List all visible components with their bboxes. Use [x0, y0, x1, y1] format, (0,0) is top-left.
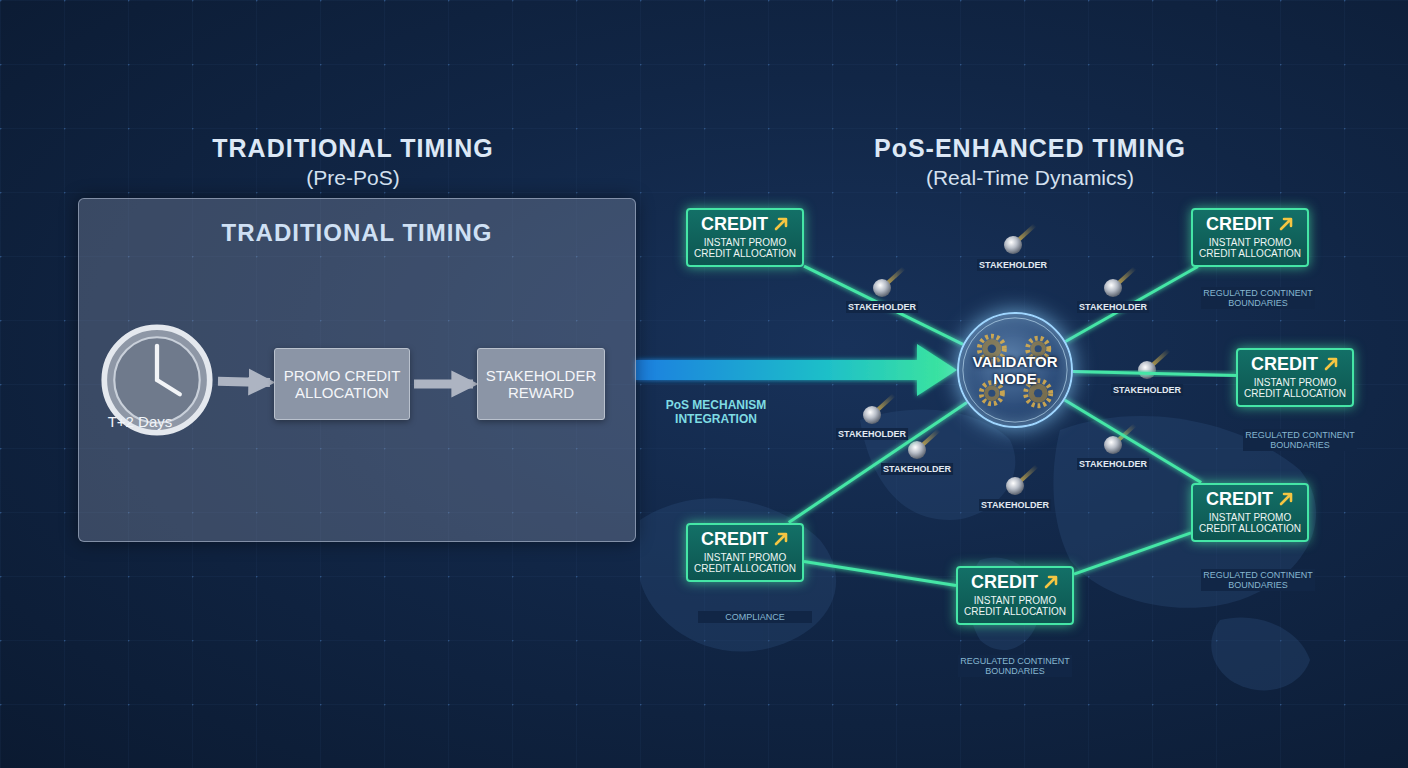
- arrow-stroke: [776, 534, 786, 544]
- network-link: [1073, 371, 1236, 375]
- region-note: REGULATED CONTINENT BOUNDARIES: [1201, 287, 1315, 309]
- network-link: [1065, 400, 1202, 483]
- region-note: REGULATED CONTINENT BOUNDARIES: [958, 655, 1072, 677]
- section-heading: TRADITIONAL TIMING: [212, 134, 493, 163]
- stakeholder-label: STAKEHOLDER: [846, 301, 918, 313]
- box-label: STAKEHOLDER REWARD: [486, 367, 597, 402]
- validator-node: VALIDATOR NODE: [957, 312, 1073, 428]
- section-heading: PoS-ENHANCED TIMING: [874, 134, 1186, 163]
- credit-title: CREDIT: [1206, 489, 1273, 510]
- timing-panel: TRADITIONAL TIMING T+2 Days PROMO CREDIT A…: [78, 198, 636, 542]
- credit-header: CREDIT: [964, 572, 1066, 593]
- node-label: VALIDATOR NODE: [970, 353, 1060, 388]
- credit-title: CREDIT: [971, 572, 1038, 593]
- region-note: REGULATED CONTINENT BOUNDARIES: [1243, 429, 1357, 451]
- credit-body: INSTANT PROMO CREDIT ALLOCATION: [1199, 512, 1301, 535]
- stakeholder-label: STAKEHOLDER: [979, 499, 1051, 511]
- credit-body: INSTANT PROMO CREDIT ALLOCATION: [964, 595, 1066, 618]
- panel-heading: TRADITIONAL TIMING: [79, 219, 635, 247]
- clock-hand: [155, 346, 159, 380]
- credit-body: INSTANT PROMO CREDIT ALLOCATION: [1199, 237, 1301, 260]
- credit-header: CREDIT: [1244, 354, 1346, 375]
- world-map: [640, 410, 1316, 691]
- arrow-stroke: [1281, 494, 1291, 504]
- credit-box: CREDITINSTANT PROMO CREDIT ALLOCATION: [686, 208, 804, 267]
- arrow-stroke: [1326, 359, 1336, 369]
- clock-hand: [157, 380, 180, 394]
- arrow-stroke: [1281, 219, 1291, 229]
- box-label: PROMO CREDIT ALLOCATION: [283, 367, 401, 402]
- credit-title: CREDIT: [1251, 354, 1318, 375]
- validator-ring: [963, 318, 1067, 422]
- stakeholder-label: STAKEHOLDER: [1111, 384, 1183, 396]
- stakeholder-label: STAKEHOLDER: [836, 428, 908, 440]
- section-subheading: (Pre-PoS): [306, 166, 399, 190]
- integration-arrow: [636, 344, 957, 396]
- credit-header: CREDIT: [694, 214, 796, 235]
- arrow-stroke: [776, 219, 786, 229]
- credit-body: INSTANT PROMO CREDIT ALLOCATION: [694, 237, 796, 260]
- credit-header: CREDIT: [1199, 489, 1301, 510]
- credit-arrow-icon: [1043, 574, 1059, 590]
- credit-header: CREDIT: [694, 529, 796, 550]
- gear-hub: [1034, 389, 1042, 397]
- process-box: PROMO CREDIT ALLOCATION: [274, 348, 410, 420]
- network-link: [804, 561, 956, 585]
- credit-box: CREDITINSTANT PROMO CREDIT ALLOCATION: [686, 523, 804, 582]
- gear-body: [984, 385, 999, 400]
- credit-box: CREDITINSTANT PROMO CREDIT ALLOCATION: [1236, 348, 1354, 407]
- arrow-stroke: [1046, 577, 1056, 587]
- credit-box: CREDITINSTANT PROMO CREDIT ALLOCATION: [956, 566, 1074, 625]
- credit-body: INSTANT PROMO CREDIT ALLOCATION: [1244, 377, 1346, 400]
- stakeholder-label: STAKEHOLDER: [977, 259, 1049, 271]
- clock-dial: [114, 337, 200, 423]
- credit-body: INSTANT PROMO CREDIT ALLOCATION: [694, 552, 796, 575]
- credit-arrow-icon: [773, 216, 789, 232]
- section-subheading: (Real-Time Dynamics): [926, 166, 1134, 190]
- credit-title: CREDIT: [701, 529, 768, 550]
- credit-box: CREDITINSTANT PROMO CREDIT ALLOCATION: [1191, 483, 1309, 542]
- credit-box: CREDITINSTANT PROMO CREDIT ALLOCATION: [1191, 208, 1309, 267]
- network-link: [804, 266, 963, 344]
- network-link: [1014, 428, 1017, 566]
- credit-title: CREDIT: [1206, 214, 1273, 235]
- stakeholder-label: STAKEHOLDER: [1077, 301, 1149, 313]
- network-link: [1074, 533, 1191, 574]
- gear-hub: [1035, 345, 1042, 352]
- edge-label: PoS MECHANISM INTEGRATION: [646, 398, 786, 427]
- credit-arrow-icon: [1278, 216, 1294, 232]
- clock-node: T+2 Days: [100, 323, 214, 437]
- stakeholder-label: STAKEHOLDER: [881, 463, 953, 475]
- clock-label: T+2 Days: [70, 413, 210, 430]
- credit-arrow-icon: [1323, 356, 1339, 372]
- process-box: STAKEHOLDER REWARD: [477, 348, 605, 420]
- region-note: REGULATED CONTINENT BOUNDARIES: [1201, 569, 1315, 591]
- gear-hub: [988, 345, 996, 353]
- credit-header: CREDIT: [1199, 214, 1301, 235]
- credit-arrow-icon: [773, 531, 789, 547]
- stakeholder-label: STAKEHOLDER: [1077, 458, 1149, 470]
- network-link: [789, 402, 967, 522]
- region-note: COMPLIANCE: [698, 611, 812, 623]
- credit-title: CREDIT: [701, 214, 768, 235]
- credit-arrow-icon: [1278, 491, 1294, 507]
- network-link: [1065, 267, 1197, 342]
- gear-hub: [988, 390, 995, 397]
